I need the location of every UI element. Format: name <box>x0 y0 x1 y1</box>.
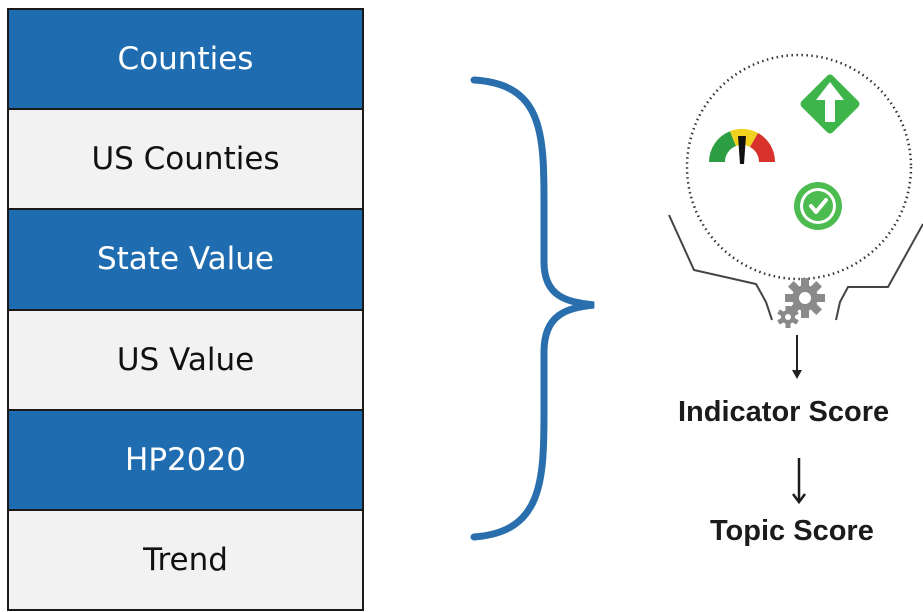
table-row-label: State Value <box>96 241 275 278</box>
table-row-label: Counties <box>117 41 254 78</box>
gears-icon <box>777 278 825 328</box>
gauge-icon <box>708 128 776 164</box>
table-row-state-value: State Value <box>9 208 362 309</box>
table-row-label: HP2020 <box>125 441 246 478</box>
topic-score-label: Topic Score <box>710 515 874 547</box>
dotted-circle <box>685 53 913 281</box>
table-row-us-value: US Value <box>9 308 362 409</box>
funnel-outline-right <box>835 223 923 321</box>
table-row-label: Trend <box>143 541 228 578</box>
funnel-outline <box>668 214 773 321</box>
table-row-label: US Value <box>116 341 255 378</box>
checkmark-circle-icon <box>794 182 842 230</box>
table-row-counties: Counties <box>9 10 362 109</box>
table-row-label: US Counties <box>91 141 280 178</box>
table-row-us-counties: US Counties <box>9 108 362 209</box>
scoring-funnel <box>668 53 923 379</box>
comparison-table: Counties US Counties State Value US Valu… <box>7 8 364 611</box>
arrow-down-icon <box>792 458 806 505</box>
arrow-down-icon <box>792 335 802 379</box>
trend-up-arrow-icon <box>800 74 860 134</box>
table-row-trend: Trend <box>9 508 362 610</box>
curly-brace-icon <box>470 76 595 541</box>
table-row-hp2020: HP2020 <box>9 408 362 509</box>
indicator-score-label: Indicator Score <box>678 396 890 428</box>
